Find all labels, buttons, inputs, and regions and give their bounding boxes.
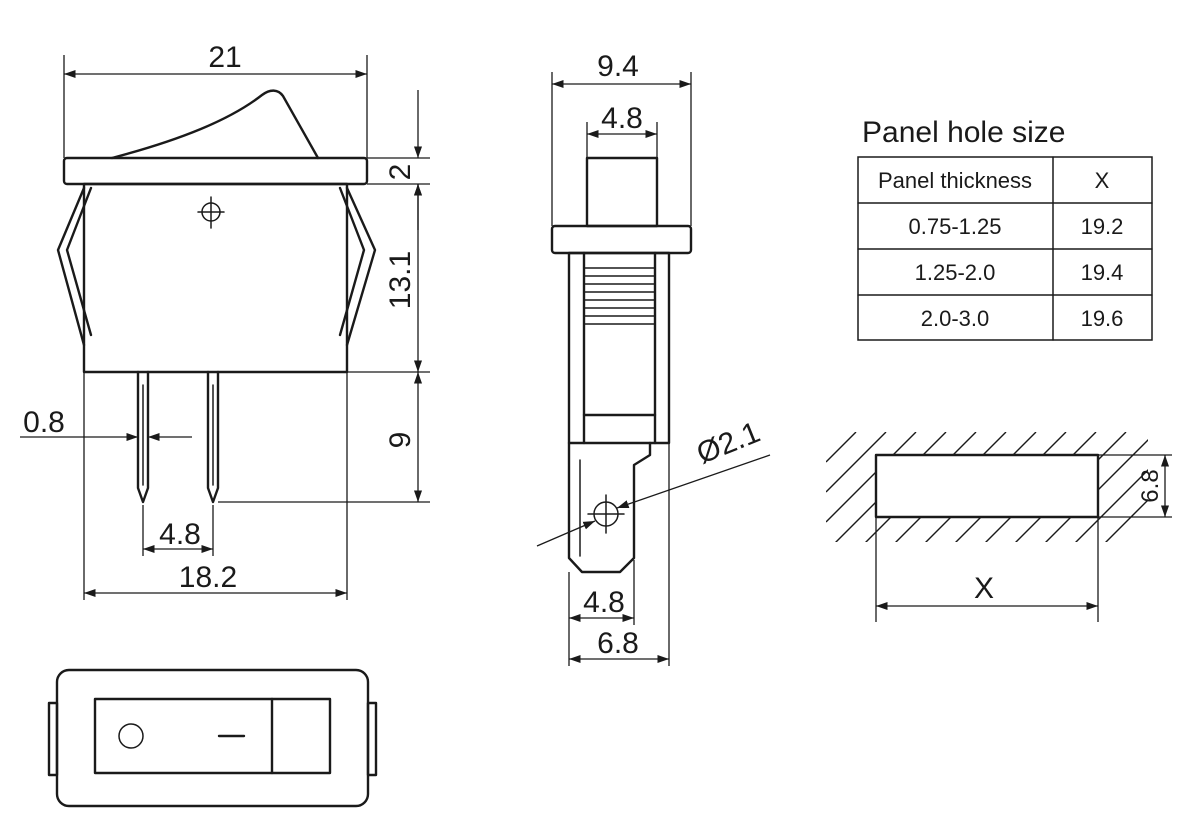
dim-hole-2-1: Ø2.1 [692, 416, 765, 471]
header-panel-thickness: Panel thickness [878, 168, 1032, 193]
dim-width-21: 21 [208, 41, 241, 74]
flange [62, 156, 369, 186]
left-clip [56, 186, 86, 347]
dim-height-13-1: 13.1 [384, 251, 417, 309]
dim-flange-2: 2 [384, 164, 417, 181]
top-frame [55, 668, 370, 808]
table-cell: 19.2 [1081, 214, 1124, 239]
panel-table-title: Panel hole size [862, 116, 1065, 149]
dim-cutout-x: X [974, 572, 994, 605]
header-x: X [1095, 168, 1110, 193]
panel-hole-table: Panel hole size Panel thickness X 0.75-1… [857, 116, 1153, 341]
table-cell: 0.75-1.25 [909, 214, 1002, 239]
table-cell: 19.4 [1081, 260, 1124, 285]
pin-left [136, 370, 150, 504]
dim-inner-4-8: 4.8 [601, 102, 643, 135]
side-terminal [567, 441, 652, 574]
top-view [47, 668, 378, 808]
top-rocker [93, 697, 332, 775]
dim-terminal-6-8: 6.8 [597, 627, 639, 660]
side-ribs [583, 267, 656, 325]
dim-cutout-6-8: 6.8 [1137, 469, 1164, 502]
table-cell: 19.6 [1081, 306, 1124, 331]
dim-pin-9: 9 [384, 432, 417, 449]
top-tab-left [47, 701, 59, 777]
dim-pin-0-8: 0.8 [23, 406, 65, 439]
table-cell: 1.25-2.0 [915, 260, 996, 285]
table-cell: 2.0-3.0 [921, 306, 990, 331]
side-flange [550, 224, 693, 255]
dim-outer-9-4: 9.4 [597, 50, 639, 83]
dim-pitch-4-8: 4.8 [159, 518, 201, 551]
side-actuator [585, 156, 659, 228]
dim-body-18-2: 18.2 [179, 561, 237, 594]
front-view: 21 2 13.1 9 0.8 4.8 18.2 [20, 41, 430, 600]
panel-cutout: 6.8 X [826, 432, 1172, 622]
side-view: Ø2.1 9.4 4.8 4.8 6.8 [536, 50, 771, 666]
rocker-actuator [110, 89, 320, 160]
side-body [567, 251, 671, 445]
cutout-hole [874, 453, 1100, 519]
dim-terminal-4-8: 4.8 [583, 586, 625, 619]
top-tab-right [366, 701, 378, 777]
pin-right [206, 370, 220, 504]
right-clip [345, 186, 377, 347]
switch-body [82, 182, 349, 374]
off-symbol-icon [118, 723, 144, 749]
